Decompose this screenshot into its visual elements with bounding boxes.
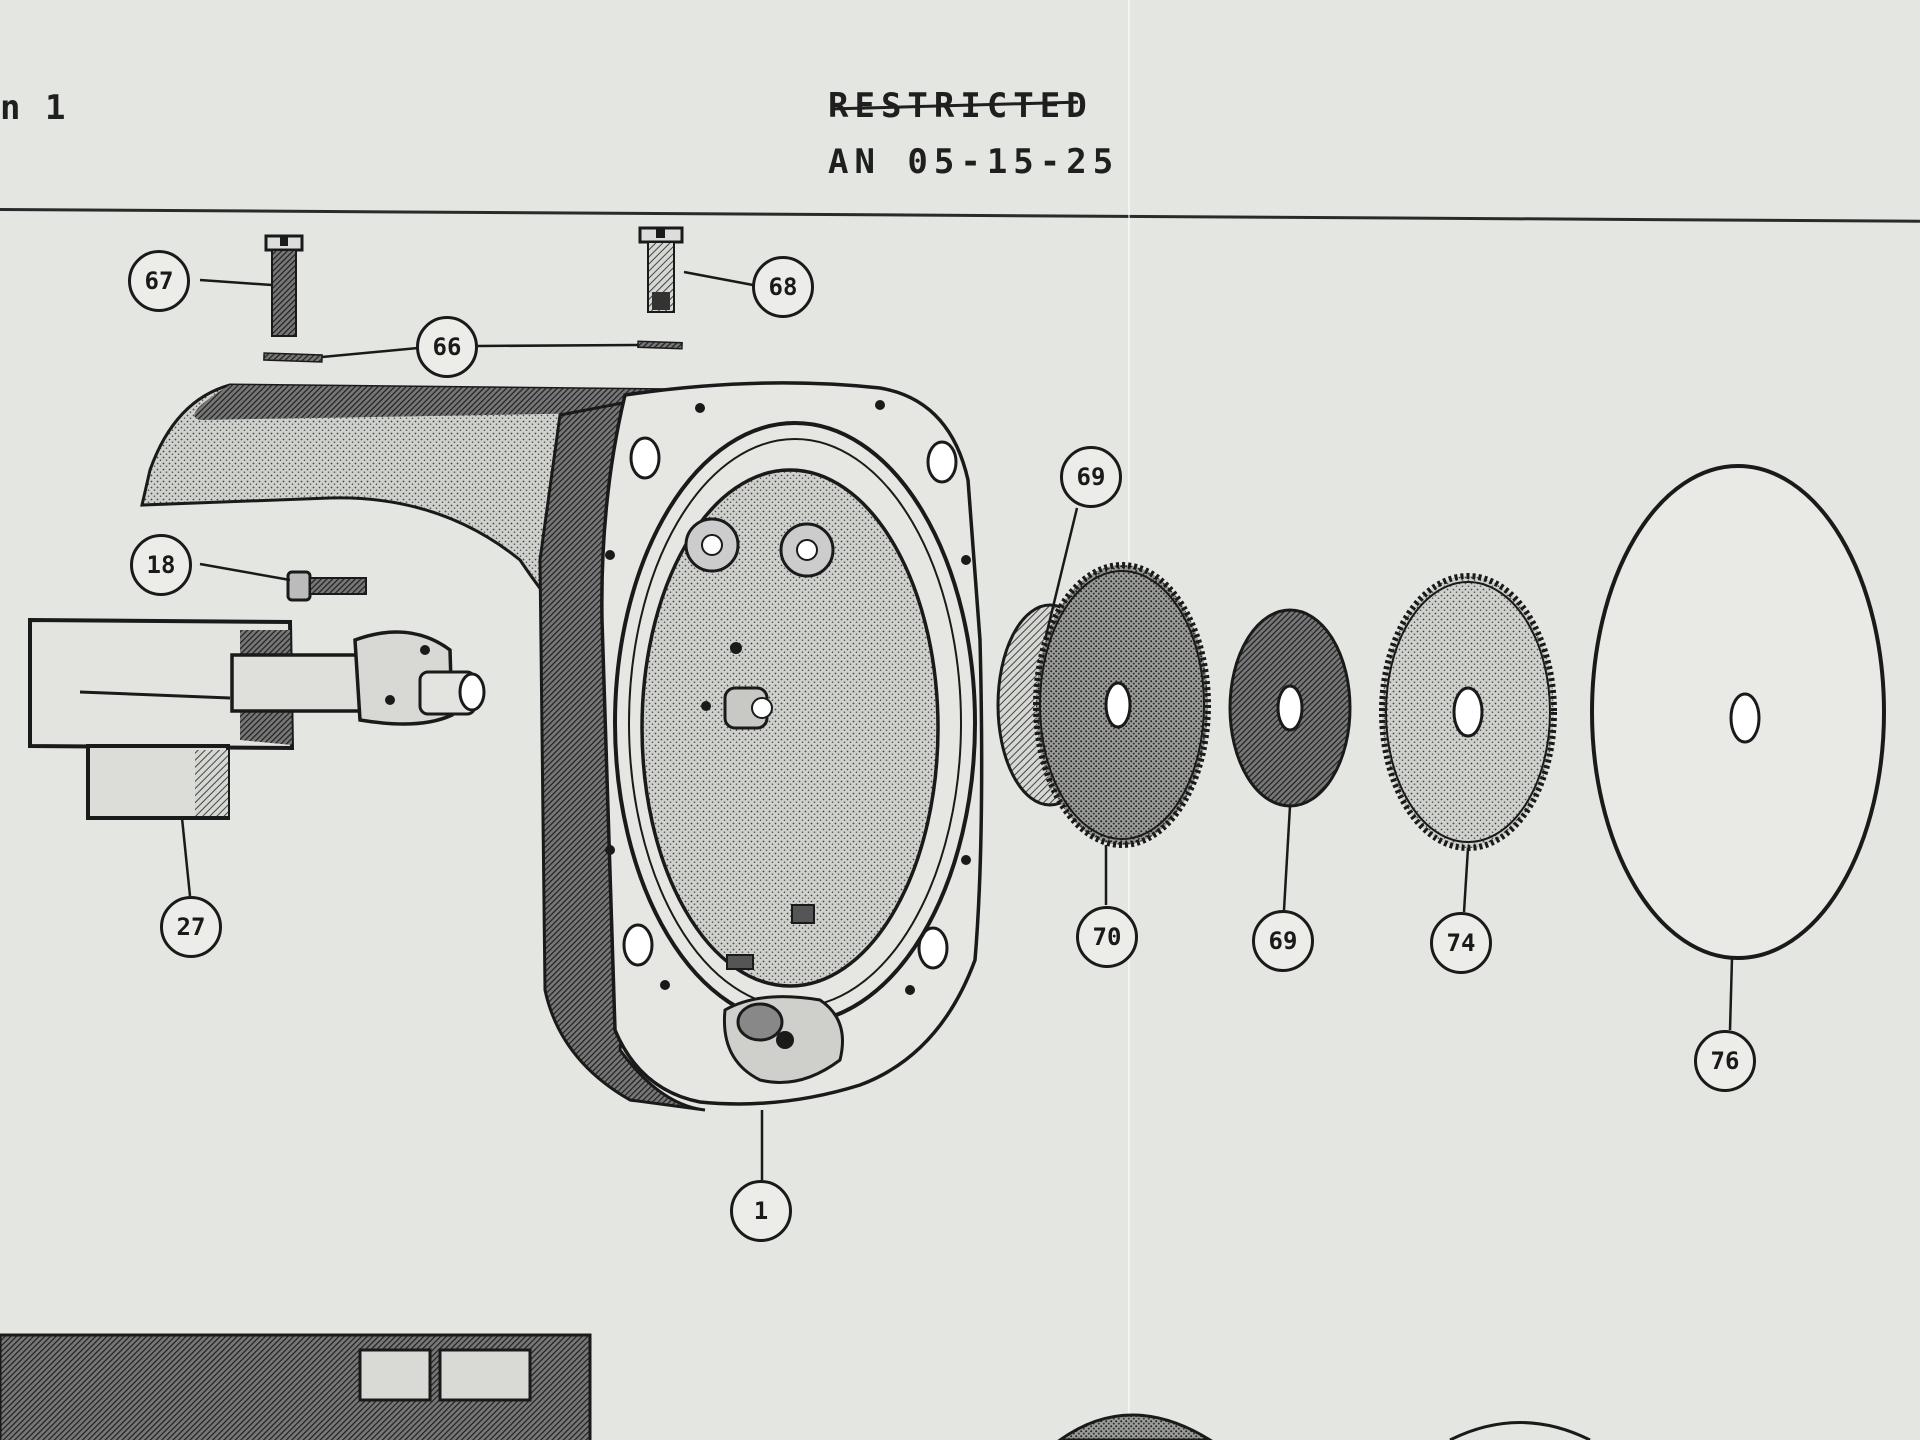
flange-bolt-holes (605, 400, 971, 995)
gear-74 (1379, 573, 1557, 851)
leader-lines (180, 270, 1734, 1180)
callout-69-lower: 69 (1252, 910, 1314, 972)
disc-76 (1590, 464, 1886, 960)
lower-figure-partial (0, 1333, 1591, 1440)
screw-67 (264, 234, 304, 337)
callout-67: 67 (128, 250, 190, 312)
callout-27: 27 (160, 896, 222, 958)
housing-bottom-boss (722, 995, 844, 1084)
plate-studs (684, 517, 835, 970)
document-number: AN 05-15-25 (828, 142, 1120, 182)
callout-1: 1 (730, 1180, 792, 1242)
screw-68 (638, 226, 684, 313)
callout-76: 76 (1694, 1030, 1756, 1092)
gear-plate (640, 468, 940, 988)
callout-66: 66 (416, 316, 478, 378)
callout-74: 74 (1430, 912, 1492, 974)
callout-18: 18 (130, 534, 192, 596)
gear-70 (996, 562, 1211, 848)
callout-70: 70 (1076, 906, 1138, 968)
pins-66 (263, 340, 683, 363)
screw-18 (286, 570, 367, 602)
callout-68: 68 (752, 256, 814, 318)
bracket-27 (28, 617, 486, 820)
page-header-fragment: n 1 (0, 88, 68, 128)
callout-69-upper: 69 (1060, 446, 1122, 508)
washer-69 (1228, 608, 1352, 808)
